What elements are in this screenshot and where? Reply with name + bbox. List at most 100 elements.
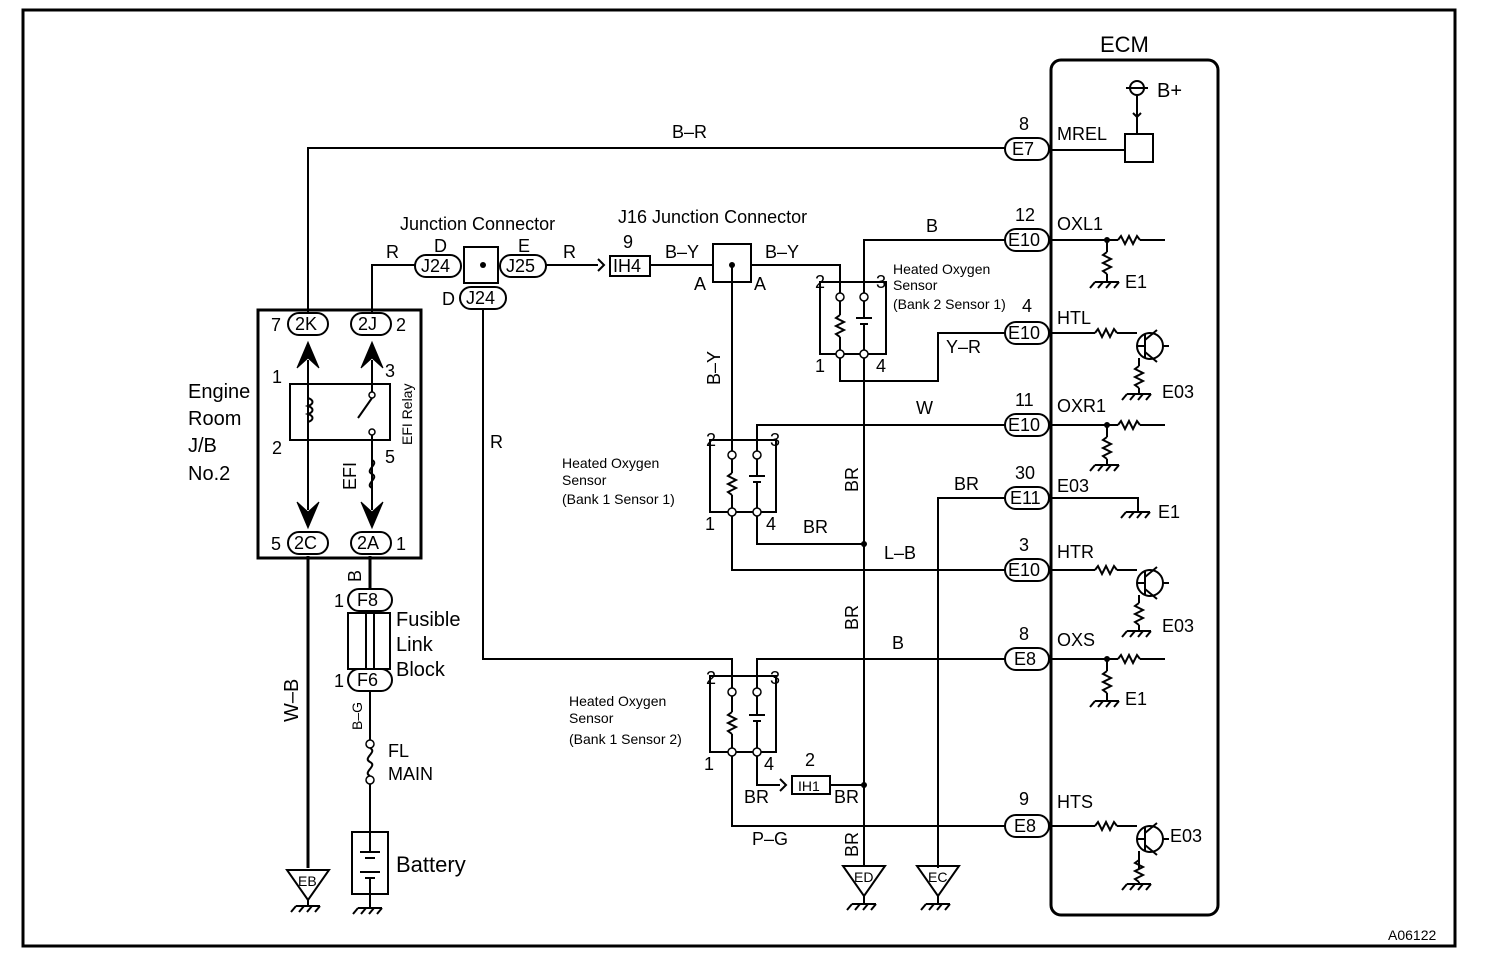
wire-w-b-label: W–B bbox=[281, 679, 303, 722]
ground-eb: EB bbox=[285, 869, 331, 913]
terminal-2a-chevron-icon bbox=[360, 501, 384, 530]
wire-r-label-2: R bbox=[563, 242, 576, 262]
jb-label-engine: Engine bbox=[188, 381, 250, 403]
b2s1-title-1: Heated Oxygen bbox=[893, 261, 990, 277]
b1s1-title-3: (Bank 1 Sensor 1) bbox=[562, 491, 675, 507]
e03-ground-label-3: E03 bbox=[1170, 826, 1202, 846]
pin-8-e8: 8 bbox=[1019, 624, 1029, 644]
pin-d-top: D bbox=[434, 236, 447, 256]
wire-b-g-label: B–G bbox=[349, 702, 365, 730]
connector-ih4: IH4 bbox=[613, 256, 641, 276]
oxs-label: OXS bbox=[1057, 630, 1095, 650]
wire-r-label-1: R bbox=[386, 242, 399, 262]
terminal-2j-chevron-icon bbox=[360, 340, 384, 369]
connector-f8: F8 bbox=[357, 590, 378, 610]
pin-7-2k: 7 bbox=[271, 315, 281, 335]
ecm-block: ECM B+ MREL OXL1 E1 HTL E03 OXR1 E03 E1 bbox=[1049, 32, 1220, 917]
b1s1-pin-3: 3 bbox=[770, 430, 780, 450]
pin-8-e7: 8 bbox=[1019, 114, 1029, 134]
pin-3-e10: 3 bbox=[1019, 535, 1029, 555]
b1s2-pin-2: 2 bbox=[706, 668, 716, 688]
connector-j25: J25 bbox=[506, 256, 535, 276]
connector-2k: 2K bbox=[295, 314, 317, 334]
b1s2-pin-3: 3 bbox=[770, 668, 780, 688]
pin-30-e11: 30 bbox=[1015, 463, 1035, 483]
connector-f6: F6 bbox=[357, 670, 378, 690]
hts-label: HTS bbox=[1057, 792, 1093, 812]
link-label: Link bbox=[396, 634, 434, 656]
b2s1-pin-3: 3 bbox=[876, 272, 886, 292]
b-plus-label: B+ bbox=[1157, 80, 1182, 102]
jb-label-room: Room bbox=[188, 408, 241, 430]
connector-e8-oxs: E8 bbox=[1014, 649, 1036, 669]
wire-r-label-3: R bbox=[490, 432, 503, 452]
pin-1-f8: 1 bbox=[334, 591, 344, 611]
connector-e7: E7 bbox=[1012, 139, 1034, 159]
ground-ec-label: EC bbox=[928, 869, 947, 885]
efi-fuse-label: EFI bbox=[340, 462, 360, 490]
wire-p-g-label: P–G bbox=[752, 829, 788, 849]
connector-ih1: IH1 bbox=[798, 778, 820, 794]
ground-eb-label: EB bbox=[298, 873, 317, 889]
htr-label: HTR bbox=[1057, 542, 1094, 562]
ecm-title: ECM bbox=[1100, 32, 1149, 57]
pin-9-e8: 9 bbox=[1019, 789, 1029, 809]
pin-1-f6: 1 bbox=[334, 671, 344, 691]
junction-connector-title: Junction Connector bbox=[400, 214, 555, 234]
htl-label: HTL bbox=[1057, 308, 1091, 328]
connector-e11: E11 bbox=[1010, 488, 1041, 508]
pin-a-left: A bbox=[694, 274, 706, 294]
wire-b-label-3: B bbox=[345, 570, 365, 582]
b1s1-title-2: Sensor bbox=[562, 472, 607, 488]
e03-signal-label: E03 bbox=[1057, 476, 1089, 496]
heated-oxygen-sensor-bank1-sensor1: 2 3 1 4 Heated Oxygen Sensor (Bank 1 Sen… bbox=[562, 430, 780, 534]
j16-junction-connector-title: J16 Junction Connector bbox=[618, 207, 807, 227]
jb-label-no2: No.2 bbox=[188, 463, 230, 485]
b1s1-pin-1: 1 bbox=[705, 514, 715, 534]
connector-j24-bottom: J24 bbox=[466, 288, 495, 308]
relay-pin-2: 2 bbox=[272, 438, 282, 458]
relay-pin-1: 1 bbox=[272, 367, 282, 387]
connector-e10-htl: E10 bbox=[1008, 323, 1040, 343]
pin-2-ih1: 2 bbox=[805, 750, 815, 770]
wire-br-label-5: BR bbox=[954, 474, 979, 494]
connector-e10-oxl1: E10 bbox=[1008, 230, 1040, 250]
efi-relay-label: EFI Relay bbox=[399, 384, 415, 445]
wire-br-label-4: BR bbox=[803, 517, 828, 537]
wire-y-r-label: Y–R bbox=[946, 337, 981, 357]
pin-a-right: A bbox=[754, 274, 766, 294]
connector-e10-oxr1: E10 bbox=[1008, 415, 1040, 435]
terminal-2c-chevron-icon bbox=[296, 501, 320, 530]
pin-5-2c: 5 bbox=[271, 534, 281, 554]
jb-label-jb: J/B bbox=[188, 435, 217, 457]
e03-ground-label-1: E03 bbox=[1162, 382, 1194, 402]
wire-b-y-label-2: B–Y bbox=[765, 242, 799, 262]
e03-ground-label-2: E03 bbox=[1162, 616, 1194, 636]
connector-2a: 2A bbox=[357, 533, 379, 553]
main-label: MAIN bbox=[388, 764, 433, 784]
b1s1-pin-2: 2 bbox=[706, 430, 716, 450]
b2s1-pin-4: 4 bbox=[876, 356, 886, 376]
fl-main-fuse-icon bbox=[366, 747, 374, 777]
wire-br-label-7: BR bbox=[834, 787, 859, 807]
ground-ed-label: ED bbox=[854, 869, 873, 885]
heated-oxygen-sensor-bank1-sensor2: 2 3 1 4 Heated Oxygen Sensor (Bank 1 Sen… bbox=[569, 668, 780, 774]
pin-2-2j: 2 bbox=[396, 315, 406, 335]
b1s2-title-2: Sensor bbox=[569, 710, 614, 726]
b2s1-pin-1: 1 bbox=[815, 356, 825, 376]
wire-b-y-label-3: B–Y bbox=[704, 351, 724, 385]
ground-ed: ED bbox=[841, 865, 887, 911]
connector-e8-hts: E8 bbox=[1014, 816, 1036, 836]
pin-1-2a: 1 bbox=[396, 534, 406, 554]
connector-j24-top: J24 bbox=[421, 256, 450, 276]
pin-12-e10: 12 bbox=[1015, 205, 1035, 225]
e1-ground-label-3: E1 bbox=[1125, 689, 1147, 709]
e1-ground-label-2: E1 bbox=[1158, 502, 1180, 522]
heated-oxygen-sensor-bank2-sensor1: 2 3 1 4 Heated Oxygen Sensor (Bank 2 Sen… bbox=[815, 261, 1006, 376]
oxr1-label: OXR1 bbox=[1057, 396, 1106, 416]
e1-ground-label-1: E1 bbox=[1125, 272, 1147, 292]
b2s1-title-2: Sensor bbox=[893, 277, 938, 293]
relay-pin-5: 5 bbox=[385, 447, 395, 467]
oxl1-label: OXL1 bbox=[1057, 214, 1103, 234]
